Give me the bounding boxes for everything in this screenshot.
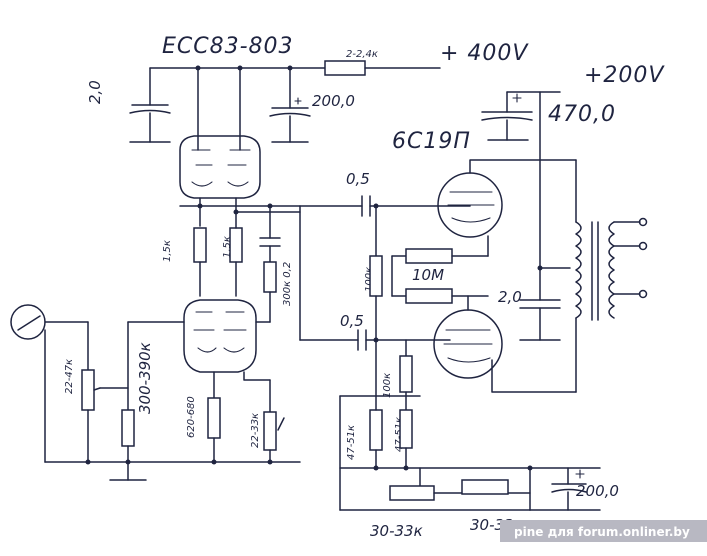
supply-hv-label: + 400V bbox=[440, 41, 529, 66]
output-tube-label: 6C19П bbox=[392, 129, 471, 154]
input-jack bbox=[10, 304, 89, 463]
plate-resistor-a bbox=[193, 227, 207, 263]
coupling-top bbox=[299, 195, 471, 217]
cathode-resistors bbox=[207, 379, 285, 463]
cathode-resistor-b bbox=[263, 411, 277, 451]
feed-resistor-label: 2-2,4к bbox=[346, 49, 378, 60]
bypass-cap-label: 300к 0,2 bbox=[282, 262, 293, 306]
grid-resistor-10m-b bbox=[405, 288, 453, 304]
output-tube-upper bbox=[437, 159, 577, 257]
plate-resistors bbox=[179, 203, 301, 297]
coupling-cap-bottom-label: 0,5 bbox=[340, 312, 364, 330]
lower-resistor-network bbox=[339, 339, 531, 511]
input-grid-resistor bbox=[121, 409, 135, 447]
grid-resistor-10m-label: 10M bbox=[412, 266, 444, 284]
supply-mid-label: +200V bbox=[584, 63, 665, 88]
coupling-bottom bbox=[299, 329, 451, 351]
cathode-resistor-b-label: 22-33к bbox=[250, 413, 261, 448]
lower-resistor-a bbox=[369, 409, 383, 451]
plate-resistor-b-label: 1,5к bbox=[222, 236, 233, 258]
watermark-text: pine для forum.onliner.by bbox=[514, 525, 690, 539]
input-potentiometer bbox=[81, 321, 129, 463]
bottom-resistor-a bbox=[389, 485, 435, 501]
filter-capacitor-200 bbox=[269, 97, 311, 143]
filter-cap-200-label: 200,0 bbox=[312, 92, 355, 110]
bypass-resistor bbox=[263, 261, 277, 293]
feed-resistor bbox=[324, 60, 366, 76]
output-tube-lower bbox=[433, 295, 577, 393]
filter-cap-470-label: 470,0 bbox=[548, 102, 616, 127]
lower-resistor-b bbox=[399, 409, 413, 449]
grid-network bbox=[369, 205, 489, 397]
input-pot-body bbox=[81, 369, 95, 411]
cathode-resistor-a bbox=[207, 397, 221, 439]
bottom-resistor-b bbox=[461, 479, 509, 495]
plate-resistor-a-label: 1,5к bbox=[162, 240, 173, 262]
plate-resistor-b bbox=[229, 227, 243, 263]
bypass-network bbox=[259, 205, 301, 341]
ground-bus-left bbox=[44, 459, 301, 465]
cathode-resistor-a-label: 620-680 bbox=[186, 396, 197, 438]
input-resistor bbox=[109, 321, 147, 481]
bottom-filter-cap-label: 200,0 bbox=[576, 482, 619, 500]
bottom-filter-section bbox=[339, 465, 601, 511]
lower-triode bbox=[127, 299, 271, 399]
input-filter-capacitor bbox=[129, 104, 171, 143]
grid-resistor-10m-a bbox=[405, 248, 453, 264]
coupling-cap-top-label: 0,5 bbox=[346, 170, 370, 188]
output-transformer bbox=[575, 159, 648, 393]
output-cap-label: 2,0 bbox=[498, 288, 522, 306]
bottom-resistor-a-label: 30-33к bbox=[370, 522, 423, 540]
watermark-strip bbox=[500, 520, 707, 542]
input-pot-label: 22-47к bbox=[64, 359, 75, 394]
grid-resistor-top bbox=[369, 255, 383, 297]
lower-resistor-a-label: 47-51к bbox=[346, 425, 357, 460]
filter-capacitor-470 bbox=[481, 91, 561, 141]
input-resistor-label: 300-390к bbox=[136, 342, 154, 414]
schematic-title: ECC83-803 bbox=[162, 34, 294, 59]
grid-resistor-bottom bbox=[399, 355, 413, 393]
grid-resistor-bottom-label: 100к bbox=[382, 373, 393, 398]
mid-supply-line bbox=[519, 91, 571, 341]
input-filter-cap-label: 2,0 bbox=[86, 80, 104, 104]
